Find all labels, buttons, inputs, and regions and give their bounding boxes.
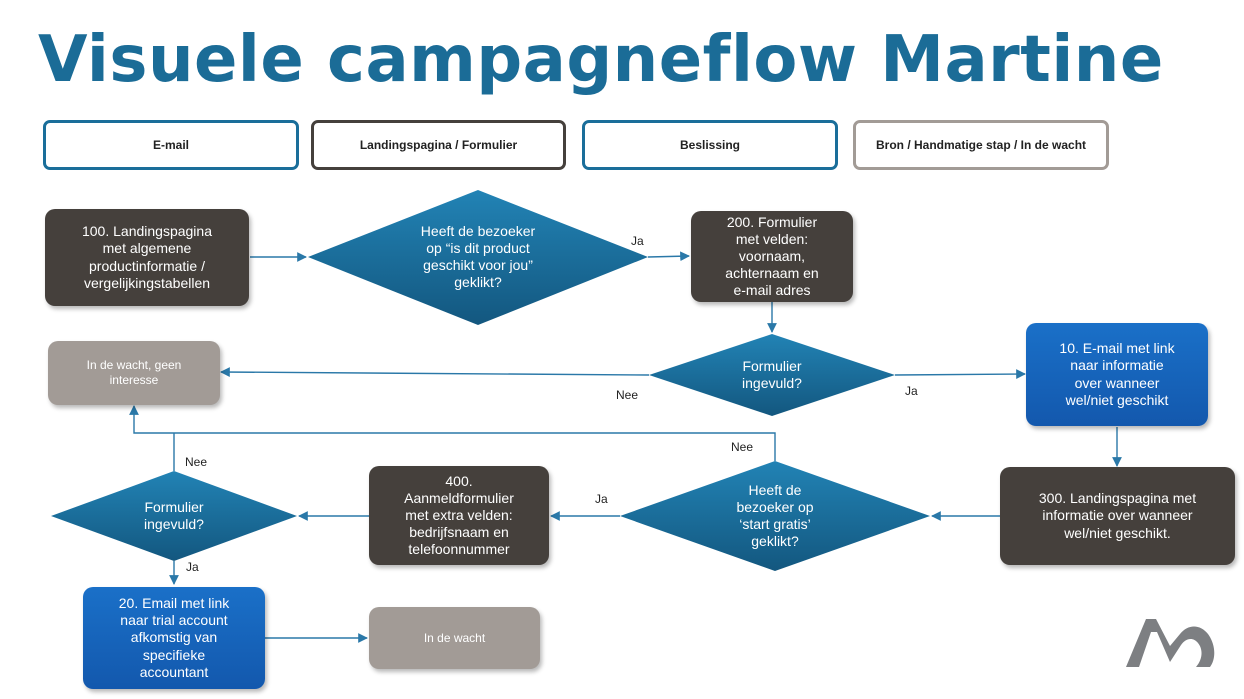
decision-d2-shape [649, 334, 895, 416]
node-wait-no-interest: In de wacht, geen interesse [48, 341, 220, 405]
page-title: Visuele campagneflow Martine [38, 23, 1164, 97]
legend-source-label: Bron / Handmatige stap / In de wacht [875, 138, 1087, 152]
edge-d3-no [129, 405, 776, 461]
node-wait-label: In de wacht [423, 630, 486, 645]
decision-d3-label: Heeft de bezoeker op ‘start gratis’ gekl… [736, 482, 814, 549]
logo-mark-icon [1126, 619, 1215, 667]
node-100-landing: 100. Landingspagina met algemene product… [45, 209, 249, 306]
edge-label-d2-no: Nee [616, 388, 639, 402]
node-400-label: 400. Aanmeldformulier met extra velden: … [404, 472, 514, 558]
edge-d2-no [220, 367, 650, 377]
edge-label-d4-yes: Ja [186, 560, 199, 574]
node-200-form: 200. Formulier met velden: voornaam, ach… [691, 211, 853, 302]
legend-decision: Beslissing [582, 120, 838, 170]
decision-d4-label: Formulier ingevuld? [144, 499, 204, 532]
legend-source: Bron / Handmatige stap / In de wacht [853, 120, 1109, 170]
node-20-label: 20. Email met link naar trial account af… [118, 595, 230, 680]
decision-d3-shape [620, 461, 930, 571]
node-wait-no-interest-label: In de wacht, geen interesse [86, 358, 182, 387]
legend-landing-label: Landingspagina / Formulier [359, 138, 518, 152]
decision-d1-label: Heeft de bezoeker op “is dit product ges… [420, 223, 536, 290]
node-20-email: 20. Email met link naar trial account af… [83, 587, 265, 689]
node-400-signup-form: 400. Aanmeldformulier met extra velden: … [369, 466, 549, 565]
edge-label-d1-yes: Ja [631, 234, 644, 248]
edge-label-d4-no: Nee [185, 455, 208, 469]
decision-d2-label: Formulier ingevuld? [742, 358, 802, 391]
legend-email-label: E-mail [152, 138, 189, 152]
node-300-label: 300. Landingspagina met informatie over … [1038, 490, 1197, 541]
edge-d1-to-200 [647, 251, 690, 262]
decision-d4-shape [51, 471, 297, 561]
node-wait: In de wacht [369, 607, 540, 669]
edge-label-d3-no: Nee [731, 440, 754, 454]
edge-d2-yes [894, 369, 1026, 379]
node-100-label: 100. Landingspagina met algemene product… [81, 223, 212, 291]
legend-decision-label: Beslissing [679, 138, 741, 152]
legend-email: E-mail [43, 120, 299, 170]
decision-d1-shape [308, 190, 648, 325]
node-300-landing: 300. Landingspagina met informatie over … [1000, 467, 1235, 565]
legend-landing: Landingspagina / Formulier [311, 120, 566, 170]
node-10-label: 10. E-mail met link naar informatie over… [1059, 340, 1175, 408]
node-200-label: 200. Formulier met velden: voornaam, ach… [725, 213, 819, 299]
edge-label-d3-yes: Ja [595, 492, 608, 506]
edge-label-d2-yes: Ja [905, 384, 918, 398]
node-10-email: 10. E-mail met link naar informatie over… [1026, 323, 1208, 426]
